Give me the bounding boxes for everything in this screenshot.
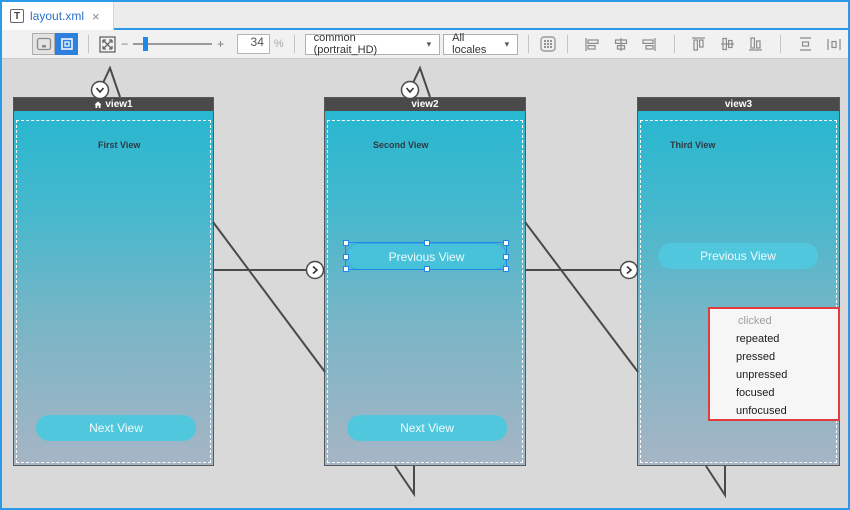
- grid-icon: [540, 36, 556, 52]
- zoom-percent-label: %: [273, 38, 284, 50]
- toolbar-separator: [567, 35, 568, 53]
- view3-title: view3: [724, 99, 753, 110]
- transition-diagonal-2[interactable]: [524, 221, 639, 373]
- source-view-button[interactable]: [32, 33, 56, 55]
- view1-label[interactable]: First View: [98, 140, 141, 150]
- source-view-icon: [36, 37, 51, 51]
- align-left-button[interactable]: [584, 35, 601, 53]
- transition-node-view2[interactable]: [305, 260, 325, 280]
- view1-body[interactable]: First View Next View: [14, 111, 213, 465]
- view2-entry-node[interactable]: [400, 80, 420, 100]
- distribute-horizontal-button[interactable]: [826, 35, 843, 53]
- align-bottom-icon: [749, 37, 763, 51]
- zoom-out-button[interactable]: −: [121, 37, 129, 51]
- previous-view-button[interactable]: Previous View: [658, 243, 818, 269]
- event-item-clicked[interactable]: clicked: [738, 315, 772, 327]
- transition-node-view3[interactable]: [619, 260, 639, 280]
- tab-bar: T layout.xml ×: [2, 2, 848, 30]
- distribute-vertical-icon: [799, 37, 811, 51]
- file-type-icon: T: [10, 9, 24, 23]
- align-center-button[interactable]: [612, 35, 629, 53]
- align-top-button[interactable]: [690, 35, 707, 53]
- zoom-slider-thumb[interactable]: [143, 37, 149, 51]
- distribute-horizontal-icon: [827, 38, 841, 50]
- chevron-down-icon: [95, 87, 105, 94]
- design-view-icon: [60, 38, 73, 50]
- configuration-value: common (portrait_HD): [313, 32, 378, 56]
- chevron-down-icon: ▾: [504, 38, 510, 49]
- toolbar-separator: [528, 35, 530, 53]
- distribute-vertical-button[interactable]: [797, 35, 814, 53]
- align-middle-icon: [720, 37, 734, 51]
- view1-header[interactable]: view1: [14, 98, 213, 111]
- view1-title: view1: [105, 99, 133, 110]
- toolbar-separator: [780, 35, 781, 53]
- view3[interactable]: view3 Third View Previous View clicked r…: [637, 97, 840, 466]
- view3-body[interactable]: Third View Previous View clicked repeate…: [638, 111, 840, 465]
- transition-line-below-view3[interactable]: [705, 465, 726, 499]
- transition-line-into-view1[interactable]: [102, 65, 121, 98]
- close-icon[interactable]: ×: [92, 8, 100, 24]
- view2-label[interactable]: Second View: [373, 140, 429, 150]
- home-icon: [94, 101, 102, 108]
- view2[interactable]: view2 Second View Previous View Next V: [324, 97, 526, 466]
- locale-value: All locales: [452, 32, 487, 56]
- next-view-button[interactable]: Next View: [347, 415, 507, 441]
- align-right-icon: [642, 37, 656, 51]
- event-item-unpressed[interactable]: unpressed: [736, 369, 788, 381]
- transition-line-below-view2[interactable]: [394, 465, 415, 498]
- toolbar-separator: [673, 35, 675, 53]
- view2-body[interactable]: Second View Previous View Next View: [325, 111, 525, 465]
- view3-layout-bounds: [640, 120, 837, 463]
- configuration-dropdown[interactable]: common (portrait_HD) ▾: [304, 32, 441, 56]
- chevron-down-icon: [405, 87, 415, 94]
- view1-entry-node[interactable]: [90, 80, 110, 100]
- transition-line-into-view2[interactable]: [412, 65, 431, 98]
- align-left-icon: [585, 37, 599, 51]
- fit-to-screen-icon: [99, 35, 116, 53]
- align-middle-button[interactable]: [719, 35, 736, 53]
- view2-layout-bounds: [327, 120, 523, 463]
- transition-diagonal-1[interactable]: [212, 221, 326, 373]
- zoom-slider[interactable]: [133, 37, 213, 51]
- event-item-pressed[interactable]: pressed: [736, 351, 776, 363]
- editor-toolbar: − + 34 % common (portrait_HD) ▾ All loca…: [2, 30, 848, 59]
- design-view-button[interactable]: [55, 33, 79, 55]
- chevron-right-icon: [626, 265, 633, 275]
- zoom-in-button[interactable]: +: [217, 37, 225, 51]
- chevron-down-icon: ▾: [426, 38, 432, 49]
- fit-to-screen-button[interactable]: [99, 35, 116, 53]
- previous-view-button[interactable]: Previous View: [346, 243, 507, 270]
- view2-header[interactable]: view2: [325, 98, 525, 111]
- event-item-focused[interactable]: focused: [736, 387, 775, 399]
- tab-layout-xml[interactable]: T layout.xml ×: [2, 2, 114, 30]
- event-list-popup: clicked repeated pressed unpressed focus…: [708, 307, 840, 421]
- align-center-icon: [614, 37, 627, 51]
- align-right-button[interactable]: [641, 35, 658, 53]
- event-item-unfocused[interactable]: unfocused: [736, 405, 787, 417]
- next-view-button[interactable]: Next View: [36, 415, 196, 441]
- locale-dropdown[interactable]: All locales ▾: [443, 32, 519, 56]
- view2-title: view2: [411, 99, 439, 110]
- tab-title: layout.xml: [30, 9, 85, 23]
- align-bottom-button[interactable]: [748, 35, 765, 53]
- grid-button[interactable]: [539, 35, 557, 53]
- event-item-repeated[interactable]: repeated: [736, 333, 780, 345]
- align-top-icon: [692, 37, 706, 51]
- chevron-right-icon: [312, 265, 319, 275]
- design-canvas[interactable]: view1 First View Next View view2 Second …: [2, 59, 848, 506]
- view3-label[interactable]: Third View: [670, 140, 716, 150]
- view1[interactable]: view1 First View Next View: [13, 97, 214, 466]
- toolbar-separator: [293, 35, 295, 53]
- view1-layout-bounds: [16, 120, 211, 463]
- view3-header[interactable]: view3: [638, 98, 839, 111]
- zoom-value-input[interactable]: 34: [237, 34, 270, 54]
- toolbar-separator: [88, 35, 90, 53]
